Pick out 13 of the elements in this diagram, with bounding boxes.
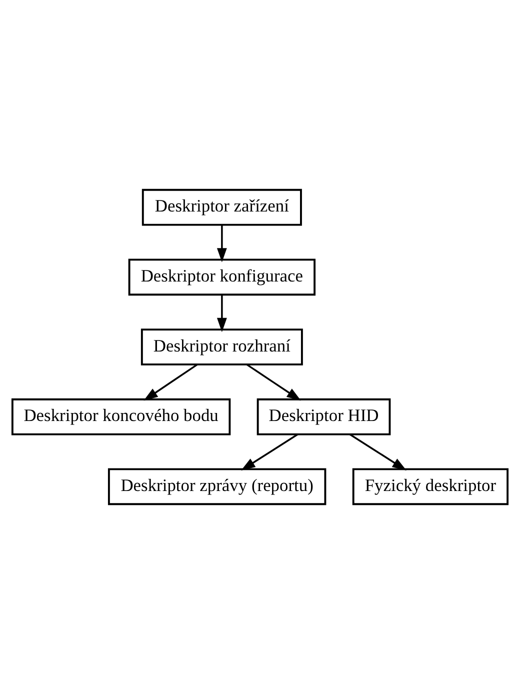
- arrow: [241, 434, 298, 470]
- node-box: Deskriptor konfigurace: [128, 258, 316, 296]
- node-box: Fyzický deskriptor: [352, 468, 509, 506]
- node-box: Deskriptor rozhraní: [140, 328, 303, 366]
- arrow: [144, 364, 198, 401]
- node-box: Deskriptor zařízení: [142, 188, 302, 226]
- node-box: Deskriptor HID: [256, 398, 391, 436]
- node-box: Deskriptor zprávy (reportu): [108, 468, 326, 506]
- node-box: Deskriptor koncového bodu: [11, 398, 231, 436]
- arrow: [246, 364, 301, 401]
- arrow: [216, 294, 227, 332]
- arrow: [216, 225, 227, 262]
- arrow: [349, 434, 406, 470]
